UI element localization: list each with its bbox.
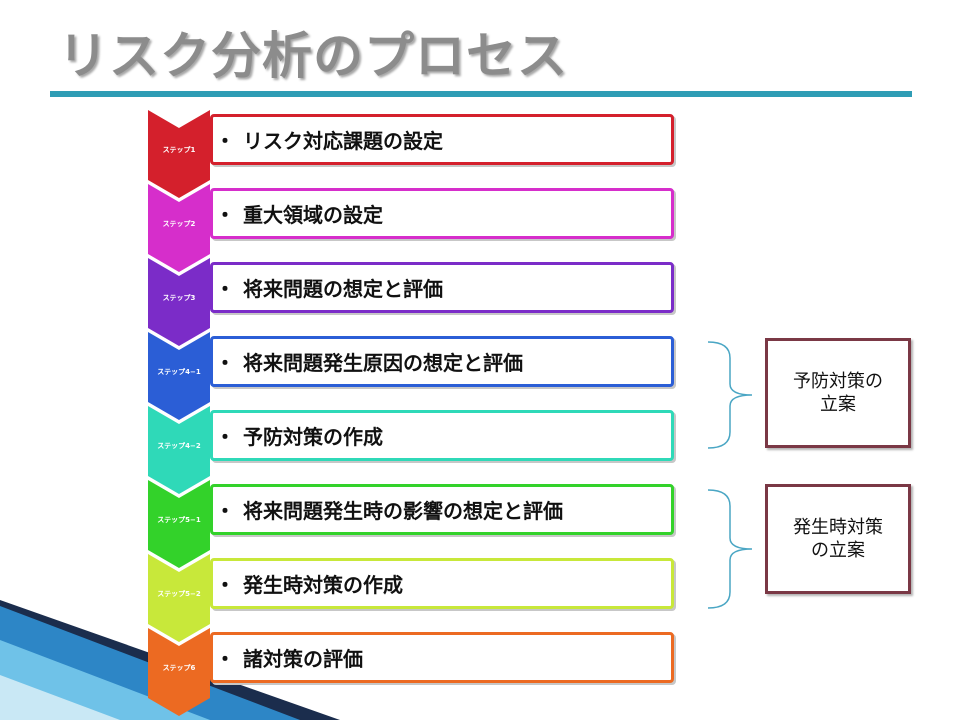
step-2-label: ステップ2 [162,220,196,228]
bullet: ・ [215,647,235,671]
step-4-2-label: ステップ4−2 [157,442,201,450]
step-4-1-text: 将来問題発生原因の想定と評価 [243,351,523,375]
step-4-1-label: ステップ4−1 [157,368,201,376]
step-3-label: ステップ3 [162,294,196,302]
step-4-1-chevron [148,332,210,420]
step-2-chevron [148,184,210,272]
bracket-occurrence [707,489,753,609]
step-1-label: ステップ1 [162,146,196,154]
summary-occurrence-text: 発生時対策 の立案 [793,517,883,561]
step-4-2-text: 予防対策の作成 [243,425,383,449]
summary-occurrence-box: 発生時対策 の立案 [765,484,911,594]
step-3-arrow: ステップ3 [148,258,210,346]
step-1-chevron [148,110,210,198]
bullet: ・ [215,129,235,153]
corner-decoration [0,600,340,720]
step-1-box: ・ リスク対応課題の設定 [210,114,674,165]
step-5-2-box: ・ 発生時対策の作成 [210,558,674,609]
bullet: ・ [215,351,235,375]
step-6-label: ステップ6 [162,664,196,672]
title-underline [50,91,912,97]
step-5-2-label: ステップ5−2 [157,590,201,598]
bullet: ・ [215,277,235,301]
step-4-2-arrow: ステップ4−2 [148,406,210,494]
step-5-1-label: ステップ5−1 [157,516,201,524]
step-4-2-box: ・ 予防対策の作成 [210,410,674,461]
step-5-2-text: 発生時対策の作成 [243,573,403,597]
bracket-prevention [707,341,753,449]
step-5-1-chevron [148,480,210,568]
step-6-chevron [148,628,210,716]
step-3-box: ・ 将来問題の想定と評価 [210,262,674,313]
step-4-1-arrow: ステップ4−1 [148,332,210,420]
step-1-text: リスク対応課題の設定 [243,129,443,153]
step-3-text: 将来問題の想定と評価 [243,277,443,301]
step-4-1-box: ・ 将来問題発生原因の想定と評価 [210,336,674,387]
step-2-text: 重大領域の設定 [243,203,383,227]
step-5-2-chevron [148,554,210,642]
step-5-1-text: 将来問題発生時の影響の想定と評価 [243,499,563,523]
bullet: ・ [215,573,235,597]
step-2-arrow: ステップ2 [148,184,210,272]
step-6-arrow: ステップ6 [148,628,210,716]
bullet: ・ [215,203,235,227]
step-5-1-box: ・ 将来問題発生時の影響の想定と評価 [210,484,674,535]
step-5-1-arrow: ステップ5−1 [148,480,210,568]
step-4-2-chevron [148,406,210,494]
summary-prevention-box: 予防対策の 立案 [765,338,911,448]
summary-prevention-text: 予防対策の 立案 [793,371,883,415]
step-2-box: ・ 重大領域の設定 [210,188,674,239]
step-3-chevron [148,258,210,346]
step-6-box: ・ 諸対策の評価 [210,632,674,683]
bullet: ・ [215,499,235,523]
step-5-2-arrow: ステップ5−2 [148,554,210,642]
step-1-arrow: ステップ1 [148,110,210,198]
bullet: ・ [215,425,235,449]
page-title: リスク分析のプロセス [58,27,568,85]
step-6-text: 諸対策の評価 [243,647,363,671]
